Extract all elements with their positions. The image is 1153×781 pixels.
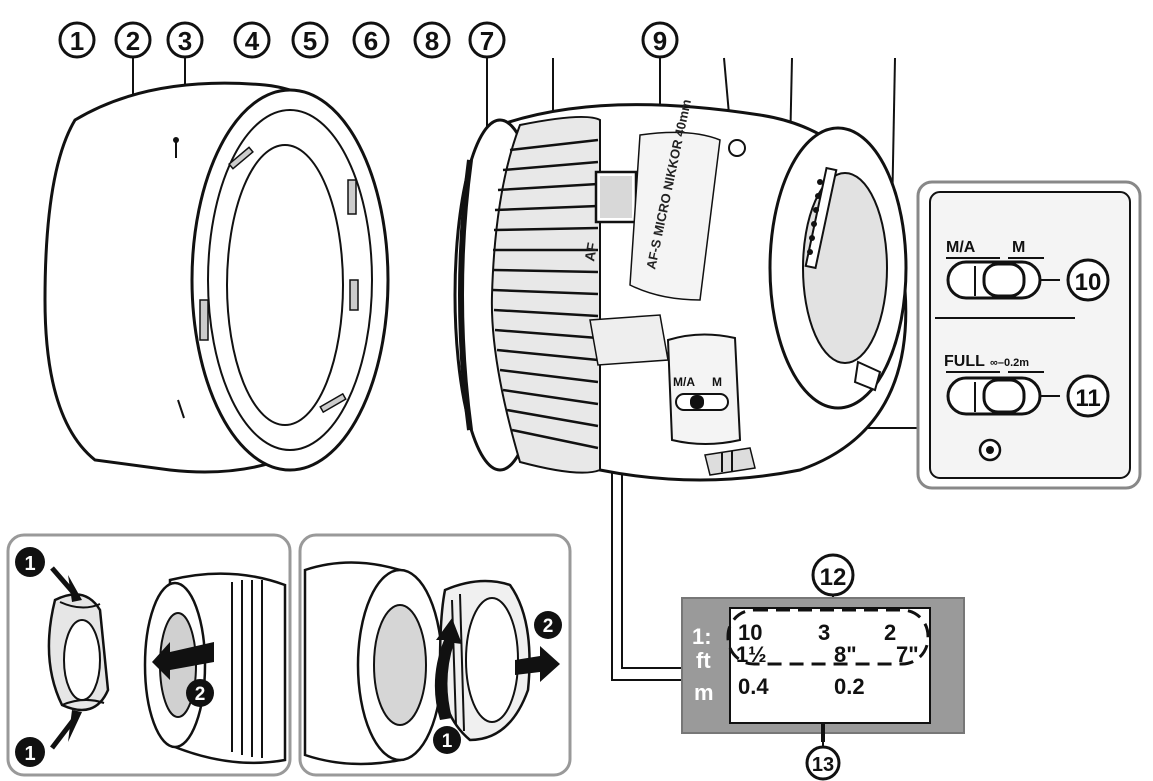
callout-4-label: 4 [245, 26, 260, 56]
barrel-switch-left: M/A [673, 375, 695, 389]
hood-bayonet [207, 109, 373, 451]
ratio-value: 2 [884, 620, 896, 645]
callout-3: 3 [166, 21, 204, 59]
step-1-top: 1 [15, 547, 45, 577]
meter-value: 0.4 [738, 674, 769, 699]
twist-arrow [434, 618, 462, 720]
focus-limit-right: ∞–0.2m [990, 357, 1029, 369]
callout-9: 9 [641, 21, 679, 59]
ratio-value: 10 [738, 620, 762, 645]
callout-11-label: 11 [1075, 385, 1100, 412]
callout-11: 11 [1066, 374, 1110, 418]
callout-10: 10 [1066, 258, 1110, 302]
callout-3-label: 3 [178, 26, 192, 56]
step-2-rear: 2 [534, 611, 562, 639]
step-1-bottom-label: 1 [24, 743, 35, 765]
meter-row-label: m [694, 680, 714, 705]
callout-12-label: 12 [820, 564, 847, 591]
switch-inset: M/A M FULL ∞–0.2m 10 11 [916, 180, 1142, 490]
lens-hood [43, 81, 390, 474]
focus-limit-left: FULL [944, 353, 985, 370]
callout-9-label: 9 [653, 26, 667, 56]
ratio-row-label: 1: [692, 624, 712, 649]
step-2-front-label: 2 [195, 684, 206, 705]
callout-4: 4 [233, 21, 271, 59]
cpu-contacts [804, 166, 838, 270]
callout-2-label: 2 [126, 26, 140, 56]
callout-1: 1 [58, 21, 96, 59]
feet-value: 7" [896, 642, 919, 667]
step-1-top-label: 1 [24, 553, 35, 575]
mounting-index [728, 139, 746, 157]
focus-mode-right: M [1012, 239, 1025, 256]
callout-5: 5 [291, 21, 329, 59]
barrel-switch-right: M [712, 375, 722, 389]
lens-body: AF-S MICRO NIKKOR 40mm AF M/A M [453, 98, 908, 482]
callout-6-label: 6 [364, 26, 378, 56]
front-cap-panel: 1 1 2 [6, 533, 292, 777]
barrel-switch: M/A M [673, 375, 729, 411]
callout-6: 6 [352, 21, 390, 59]
focus-mode-knob [982, 262, 1026, 298]
af-label: AF [581, 241, 600, 263]
callout-13: 13 [805, 745, 841, 781]
callout-numbers: 1 2 3 4 5 6 8 7 [58, 21, 679, 59]
focus-mode-left: M/A [946, 239, 976, 256]
callout-10-label: 10 [1075, 269, 1102, 296]
callout-1-label: 1 [70, 26, 84, 56]
feet-value: 8" [834, 642, 857, 667]
callout-5-label: 5 [303, 26, 317, 56]
feet-row-label: ft [696, 648, 711, 673]
distance-scale: 1: ft m 10 3 2 1½ 8" 7" 0.4 0.2 [681, 597, 965, 752]
callout-7: 7 [468, 21, 506, 59]
focus-limit-switch: FULL ∞–0.2m [944, 353, 1044, 416]
callout-13-label: 13 [812, 754, 834, 776]
attach-arrow [152, 642, 214, 680]
focus-limit-knob [982, 378, 1026, 414]
callout-12: 12 [811, 553, 855, 610]
reproduction-ratio-highlight [726, 608, 930, 666]
callout-8-label: 8 [425, 26, 439, 56]
step-2-front: 2 [186, 679, 214, 707]
focus-ring [490, 115, 601, 474]
meter-value: 0.2 [834, 674, 865, 699]
ratio-value: 3 [818, 620, 830, 645]
callout-7-label: 7 [480, 26, 494, 56]
hood-opening [226, 144, 344, 426]
callout-2: 2 [114, 21, 152, 59]
callout-8: 8 [413, 21, 451, 59]
step-1-rear-label: 1 [442, 731, 453, 752]
step-2-rear-label: 2 [543, 616, 554, 637]
detach-arrow [515, 646, 560, 682]
step-1-bottom: 1 [15, 737, 45, 767]
rear-cap-panel: 1 2 [298, 533, 572, 777]
step-1-rear: 1 [433, 726, 461, 754]
